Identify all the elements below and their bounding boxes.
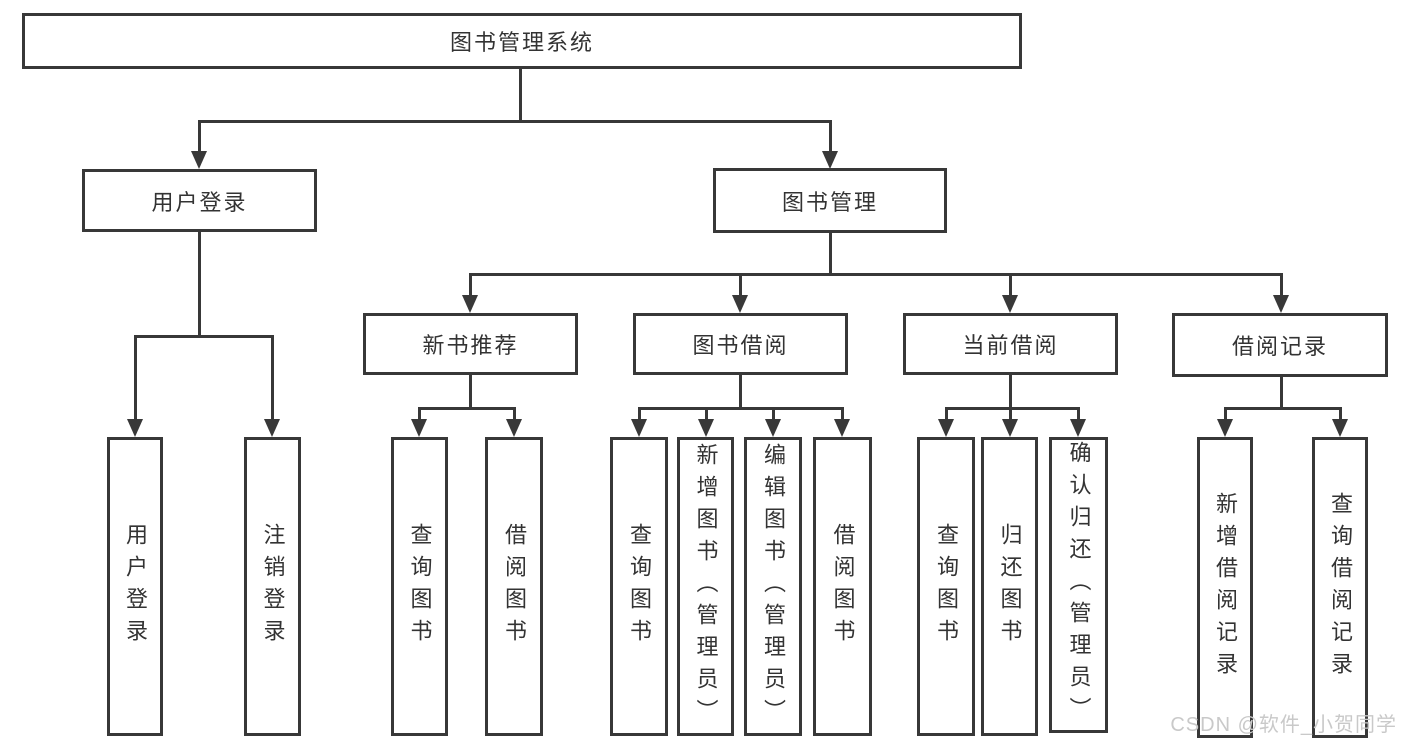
leaf-borrowing-borrow-books: 借阅图书 xyxy=(813,437,872,736)
arrow-down-icon xyxy=(1002,295,1018,313)
connector-leaf-stem xyxy=(772,407,775,419)
arrow-down-icon xyxy=(462,295,478,313)
arrow-down-icon xyxy=(191,151,207,169)
arrow-down-icon xyxy=(506,419,522,437)
csdn-watermark: CSDN @软件_小贺同学 xyxy=(1170,714,1397,736)
connector-to-current-borrow xyxy=(1009,273,1012,295)
connector-current-stem xyxy=(1009,375,1012,407)
arrow-down-icon xyxy=(1070,419,1086,437)
leaf-current-confirm-return-admin: 确认归还（管理员） xyxy=(1049,437,1108,733)
connector-management-stem xyxy=(829,233,832,273)
leaf-newbook-query-books: 查询图书 xyxy=(391,437,448,736)
leaf-borrowing-edit-books-admin: 编辑图书（管理员） xyxy=(744,437,802,736)
leaf-label: 新增图书（管理员） xyxy=(693,442,719,731)
connector-to-book-management xyxy=(829,120,832,151)
connector-leaf-stem xyxy=(1077,407,1080,419)
connector-newbook-stem xyxy=(469,375,472,407)
arrow-down-icon xyxy=(127,419,143,437)
connector-leaf-stem xyxy=(1224,407,1227,419)
leaf-label: 查询图书 xyxy=(934,522,959,651)
leaf-borrowing-add-books-admin: 新增图书（管理员） xyxy=(677,437,734,736)
node-root-library-system: 图书管理系统 xyxy=(22,13,1022,69)
connector-current-rail xyxy=(945,407,1080,410)
connector-to-logout-leaf xyxy=(271,335,274,419)
connector-root-rail xyxy=(198,120,831,123)
connector-leaf-stem xyxy=(705,407,708,419)
arrow-down-icon xyxy=(834,419,850,437)
node-label: 新书推荐 xyxy=(422,333,519,358)
leaf-label: 用户登录 xyxy=(123,522,148,651)
leaf-borrowing-query-books: 查询图书 xyxy=(610,437,668,736)
arrow-down-icon xyxy=(1273,295,1289,313)
arrow-down-icon xyxy=(698,419,714,437)
node-borrow-records: 借阅记录 xyxy=(1172,313,1388,377)
leaf-logout: 注销登录 xyxy=(244,437,301,736)
arrow-down-icon xyxy=(938,419,954,437)
leaf-records-add-borrow-record: 新增借阅记录 xyxy=(1197,437,1253,738)
connector-root-stem xyxy=(519,69,522,120)
leaf-current-return-books: 归还图书 xyxy=(981,437,1038,736)
node-label: 图书借阅 xyxy=(692,333,789,358)
connector-newbook-rail xyxy=(418,407,515,410)
connector-leaf-stem xyxy=(945,407,948,419)
leaf-label: 编辑图书（管理员） xyxy=(761,442,786,731)
leaf-records-query-borrow-record: 查询借阅记录 xyxy=(1312,437,1368,738)
node-label: 借阅记录 xyxy=(1231,334,1328,359)
connector-records-stem xyxy=(1280,377,1283,407)
connector-records-rail xyxy=(1224,407,1342,410)
arrow-down-icon xyxy=(264,419,280,437)
connector-to-borrow-records xyxy=(1280,273,1283,295)
node-new-book-recommend: 新书推荐 xyxy=(363,313,578,375)
arrow-down-icon xyxy=(765,419,781,437)
connector-to-login-leaf xyxy=(134,335,137,419)
leaf-label: 注销登录 xyxy=(260,522,286,651)
connector-to-book-borrow xyxy=(739,273,742,295)
connector-borrow-rail xyxy=(638,407,844,410)
leaf-label: 查询借阅记录 xyxy=(1328,491,1353,684)
node-label: 用户登录 xyxy=(151,189,248,215)
node-label: 图书管理系统 xyxy=(449,30,594,55)
leaf-current-query-books: 查询图书 xyxy=(917,437,975,736)
connector-borrow-stem xyxy=(739,375,742,407)
leaf-label: 确认归还（管理员） xyxy=(1066,441,1092,729)
node-book-management: 图书管理 xyxy=(713,168,947,233)
node-user-login: 用户登录 xyxy=(82,169,317,232)
connector-to-new-books xyxy=(469,273,472,295)
connector-leaf-stem xyxy=(841,407,844,419)
leaf-user-login: 用户登录 xyxy=(107,437,163,736)
connector-leaf-stem xyxy=(513,407,516,419)
connector-leaf-stem xyxy=(1339,407,1342,419)
connector-leaf-stem xyxy=(418,407,421,419)
node-current-borrowing: 当前借阅 xyxy=(903,313,1118,375)
leaf-newbook-borrow-books: 借阅图书 xyxy=(485,437,543,736)
arrow-down-icon xyxy=(1217,419,1233,437)
arrow-down-icon xyxy=(1332,419,1348,437)
leaf-label: 借阅图书 xyxy=(830,522,856,651)
leaf-label: 借阅图书 xyxy=(502,522,527,651)
node-label: 图书管理 xyxy=(781,189,878,215)
arrow-down-icon xyxy=(411,419,427,437)
leaf-label: 新增借阅记录 xyxy=(1213,491,1238,684)
connector-to-user-login xyxy=(198,120,201,151)
leaf-label: 查询图书 xyxy=(627,522,652,651)
arrow-down-icon xyxy=(1002,419,1018,437)
arrow-down-icon xyxy=(822,151,838,169)
arrow-down-icon xyxy=(732,295,748,313)
connector-leaf-stem xyxy=(1009,407,1012,419)
connector-login-stem xyxy=(198,232,201,335)
connector-management-rail xyxy=(469,273,1282,276)
leaf-label: 归还图书 xyxy=(997,522,1023,651)
connector-login-rail xyxy=(134,335,273,338)
node-label: 当前借阅 xyxy=(962,333,1059,358)
connector-leaf-stem xyxy=(638,407,641,419)
arrow-down-icon xyxy=(631,419,647,437)
leaf-label: 查询图书 xyxy=(407,522,433,651)
node-book-borrowing: 图书借阅 xyxy=(633,313,848,375)
